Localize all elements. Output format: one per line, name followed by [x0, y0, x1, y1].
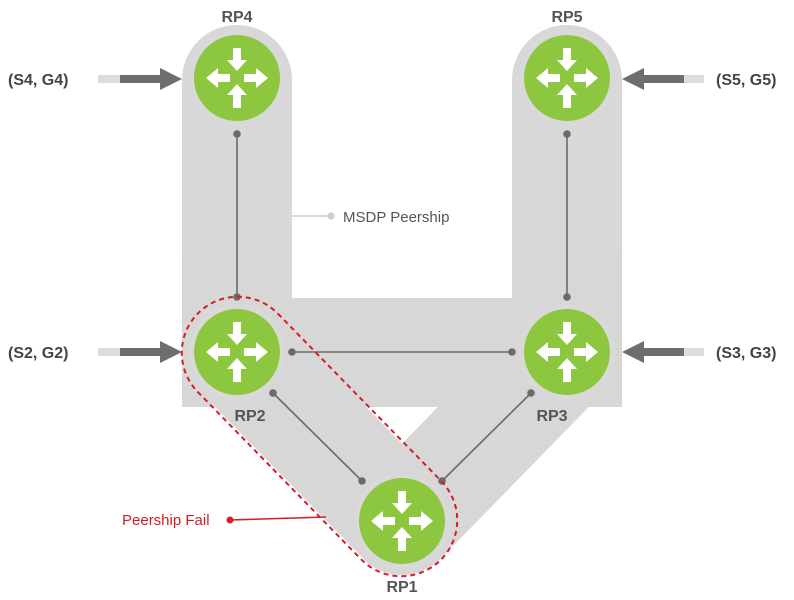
arrow-s5g5-icon — [622, 68, 704, 90]
router-label-rp4: RP4 — [221, 9, 252, 26]
source-label-s3g3: (S3, G3) — [716, 345, 776, 362]
msdp-peership-label: MSDP Peership — [343, 209, 449, 226]
arrow-s2g2-icon — [98, 341, 182, 363]
router-rp1 — [354, 473, 450, 569]
source-label-s4g4: (S4, G4) — [8, 72, 68, 89]
peer-links — [233, 130, 571, 485]
source-label-s5g5: (S5, G5) — [716, 72, 776, 89]
link-rp2-rp1 — [272, 392, 363, 482]
msdp-peership-callout: MSDP Peership — [292, 209, 449, 226]
router-label-rp1: RP1 — [386, 579, 417, 596]
router-label-rp5: RP5 — [551, 9, 582, 26]
link-rp3-rp1 — [441, 392, 532, 482]
router-label-rp3: RP3 — [536, 408, 567, 425]
arrow-s3g3-icon — [622, 341, 704, 363]
peership-fail-callout: Peership Fail — [122, 512, 327, 529]
router-rp4 — [189, 30, 285, 126]
source-arrows — [98, 68, 704, 363]
source-label-s2g2: (S2, G2) — [8, 345, 68, 362]
router-label-rp2: RP2 — [234, 408, 265, 425]
router-rp3 — [519, 304, 615, 400]
arrow-s4g4-icon — [98, 68, 182, 90]
router-rp2 — [189, 304, 285, 400]
router-rp5 — [519, 30, 615, 126]
peership-fail-label: Peership Fail — [122, 512, 210, 529]
